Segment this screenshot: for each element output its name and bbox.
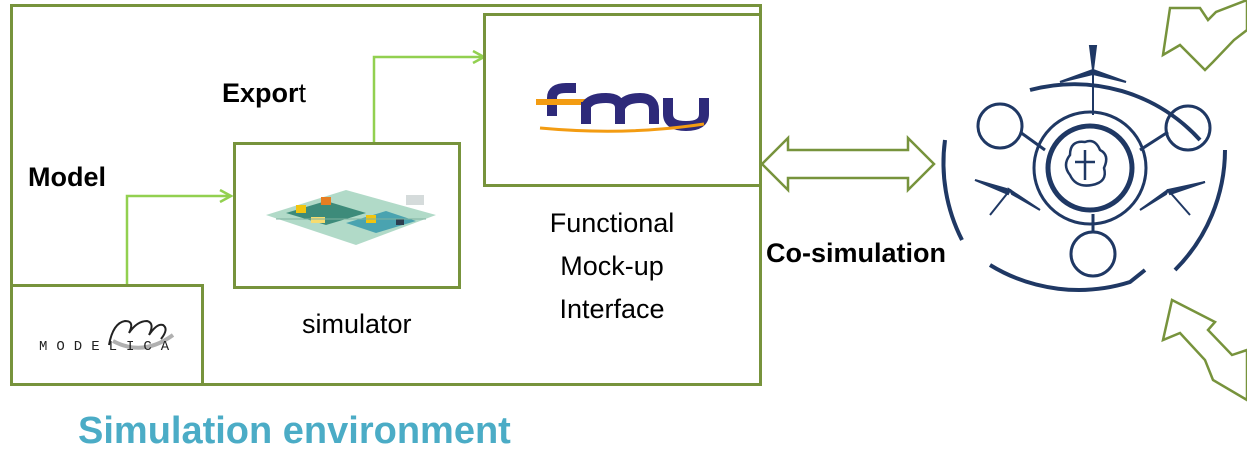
export-label-rest: t [298,78,307,108]
fmi-label: Functional Mock-up Interface [532,202,692,331]
fmi-line3: Interface [559,294,665,324]
fmi-line2: Mock-up [560,251,664,281]
modelica-logo [108,319,175,350]
export-label: Export [222,78,306,109]
modelica-box: MODELICA [10,284,204,386]
bottom-right-arrow [1161,298,1247,402]
cosim-double-arrow [760,134,936,194]
export-label-bold: Expor [222,78,299,108]
cosimulation-label: Co-simulation [766,238,946,268]
simulator-label: simulator [302,309,412,339]
environment-title: Simulation environment [78,410,511,452]
fmu-logo [536,83,709,133]
model-label: Model [28,162,106,192]
model-arrow [125,196,230,286]
fmu-box [483,13,762,187]
simulator-box [233,142,461,289]
export-arrow [372,57,483,143]
modelica-wordmark: MODELICA [39,339,179,355]
simulator-illustration [266,190,436,245]
fmi-line1: Functional [549,208,675,238]
top-right-arrow [1161,0,1247,72]
